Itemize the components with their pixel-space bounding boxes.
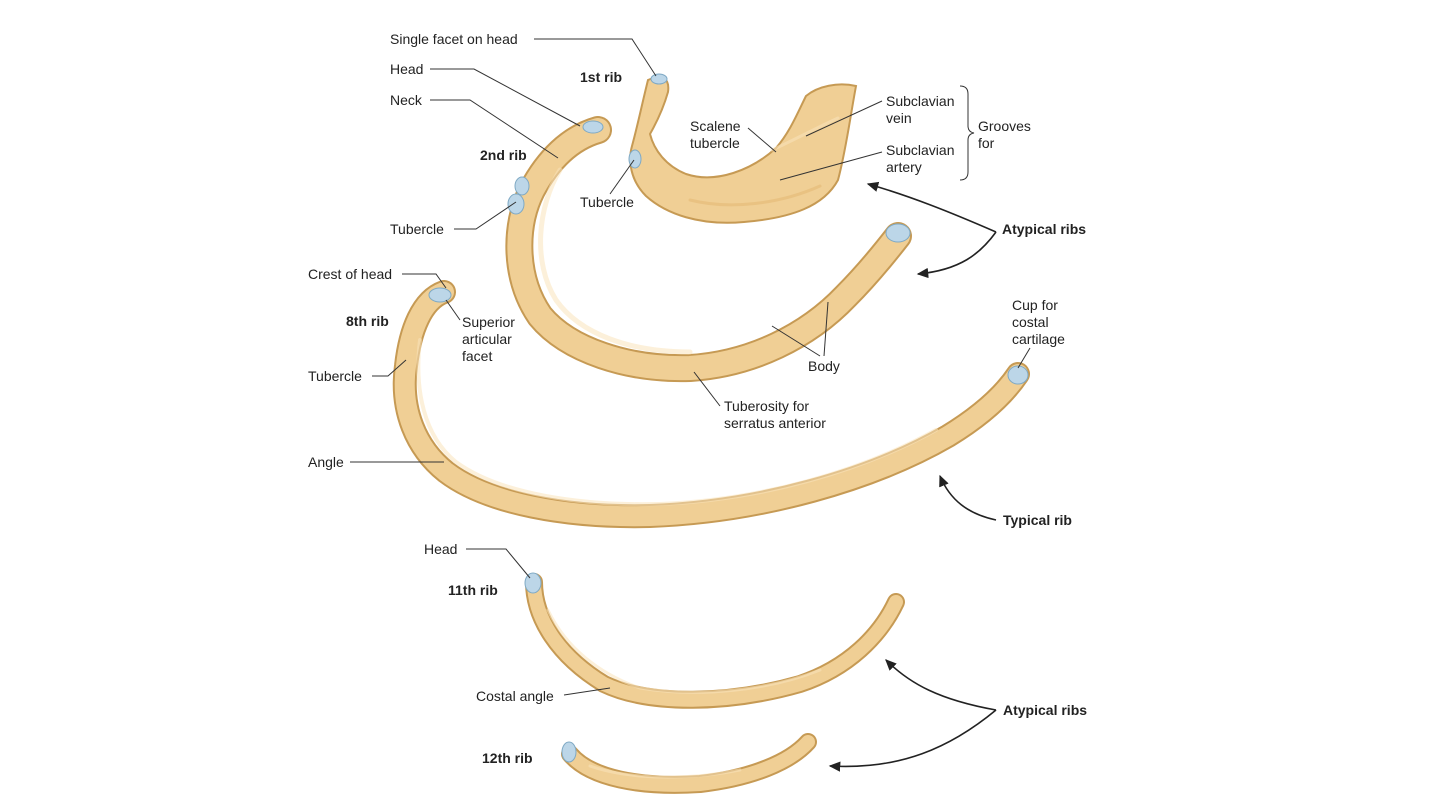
twelfth-rib-bone (563, 735, 815, 792)
leader-costal-angle (563, 687, 611, 696)
eleventh-rib-head-facet (524, 572, 542, 594)
label-2nd-rib: 2nd rib (480, 147, 527, 163)
second-rib-highlight (538, 167, 693, 355)
leader-scalene (747, 127, 777, 153)
leader-superior-facet (445, 299, 461, 321)
leader-single-facet (534, 38, 657, 77)
leader-subclavian-artery (779, 151, 883, 181)
label-tubercle-8th: Tubercle (308, 368, 362, 384)
leader-body-a (771, 325, 821, 357)
leader-lines (350, 38, 1031, 696)
leader-tubercle-2nd (454, 201, 517, 230)
arrow-atypical-upper-a (866, 181, 997, 233)
eighth-rib-highlight (416, 338, 938, 507)
label-grooves-for: Grooves for (978, 118, 1035, 151)
eighth-rib-head-facet (428, 287, 452, 303)
label-scalene-tubercle: Scalene tubercle (690, 118, 744, 151)
first-rib-bone (629, 76, 858, 224)
leader-subclavian-vein (805, 100, 883, 137)
arrow-atypical-upper-b (916, 231, 997, 279)
label-12th-rib: 12th rib (482, 750, 533, 766)
second-rib-tubercle-facet-b (507, 193, 525, 215)
first-rib-head-facet (650, 73, 668, 85)
label-typical-rib: Typical rib (1003, 512, 1072, 528)
label-8th-rib: 8th rib (346, 313, 389, 329)
leader-body-b (823, 301, 829, 357)
twelfth-rib-highlight (588, 764, 742, 779)
second-rib-bone (507, 118, 910, 381)
leader-head-11th (466, 548, 531, 579)
label-subclavian-artery: Subclavian artery (886, 142, 958, 175)
eighth-rib (392, 280, 1030, 529)
first-rib (628, 73, 858, 224)
label-tuberosity: Tuberosity for serratus anterior (724, 398, 826, 431)
label-costal-angle: Costal angle (476, 688, 554, 704)
arrow-typical-rib (939, 474, 997, 521)
label-head-2nd: Head (390, 61, 423, 77)
eighth-rib-end-cup (1007, 365, 1029, 385)
eleventh-rib (524, 572, 905, 709)
label-atypical-upper: Atypical ribs (1002, 221, 1086, 237)
label-superior-articular-facet: Superior articular facet (462, 314, 519, 364)
label-single-facet: Single facet on head (390, 31, 518, 47)
label-subclavian-vein: Subclavian vein (886, 93, 958, 126)
second-rib-head-facet (582, 120, 604, 134)
arrow-atypical-lower-b (828, 709, 997, 772)
label-tubercle-2nd: Tubercle (390, 221, 444, 237)
label-head-11th: Head (424, 541, 457, 557)
label-crest-of-head: Crest of head (308, 266, 392, 282)
first-rib-shading (688, 184, 822, 207)
grooves-brace (959, 85, 975, 181)
second-rib-end-cup (885, 223, 911, 243)
twelfth-rib (561, 733, 817, 794)
arrows (828, 181, 997, 772)
second-rib-tubercle-facet-a (514, 176, 530, 196)
eleventh-rib-highlight (546, 608, 822, 694)
leader-tubercle-8th (372, 359, 407, 377)
twelfth-rib-head-facet (561, 741, 577, 763)
label-neck: Neck (390, 92, 423, 108)
label-atypical-lower: Atypical ribs (1003, 702, 1087, 718)
label-1st-rib: 1st rib (580, 69, 622, 85)
leader-crest-of-head (402, 273, 447, 289)
second-rib (505, 116, 912, 383)
arrow-atypical-lower-a (885, 659, 997, 711)
label-body: Body (808, 358, 840, 374)
leader-cup (1017, 347, 1031, 369)
label-tubercle-1st: Tubercle (580, 194, 634, 210)
first-rib-groove-ridge (770, 116, 840, 152)
leader-head-2nd (430, 68, 581, 127)
label-angle: Angle (308, 454, 344, 470)
leader-tuberosity (693, 371, 721, 407)
eleventh-rib-bone (527, 575, 903, 707)
label-11th-rib: 11th rib (448, 582, 498, 598)
leader-neck (430, 99, 559, 159)
label-cup: Cup for costal cartilage (1012, 297, 1065, 347)
leader-tubercle-1st (609, 159, 635, 195)
eighth-rib-bone (394, 282, 1028, 527)
labels: 1st rib 2nd rib 8th rib 11th rib 12th ri… (308, 31, 1087, 766)
